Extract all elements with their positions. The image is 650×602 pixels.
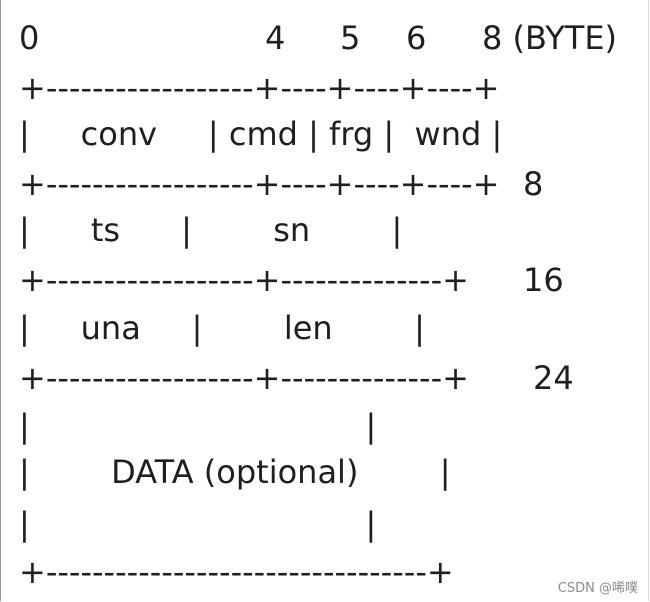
separator-line-4: +------------------+--------------+ [19,359,469,397]
offset-label-24: 24 [533,359,574,397]
csdn-watermark: CSDN @唏噗 [557,581,638,596]
byte-label-5: 5 [340,19,361,57]
row-conv-cmd-frg-wnd: | conv | cmd | frg | wnd | [19,115,503,153]
separator-line-2: +------------------+----+----+----+ [19,165,500,203]
separator-line-5: +---------------------------------+ [19,553,454,591]
row-data-blank-2: | | [19,505,377,543]
byte-label-4: 4 [265,19,286,57]
offset-label-16: 16 [523,261,564,299]
row-data-blank-1: | | [19,407,377,445]
byte-label-0: 0 [19,19,40,57]
separator-line-3: +------------------+--------------+ [19,261,469,299]
byte-label-6: 6 [406,19,427,57]
separator-line-1: +------------------+----+----+----+ [19,69,500,107]
offset-label-8: 8 [523,165,544,203]
row-ts-sn: | ts | sn | [19,211,403,249]
byte-label-8-byte: 8 (BYTE) [482,19,618,57]
row-una-len: | una | len | [19,309,425,347]
row-data-optional: | DATA (optional) | [19,453,451,491]
